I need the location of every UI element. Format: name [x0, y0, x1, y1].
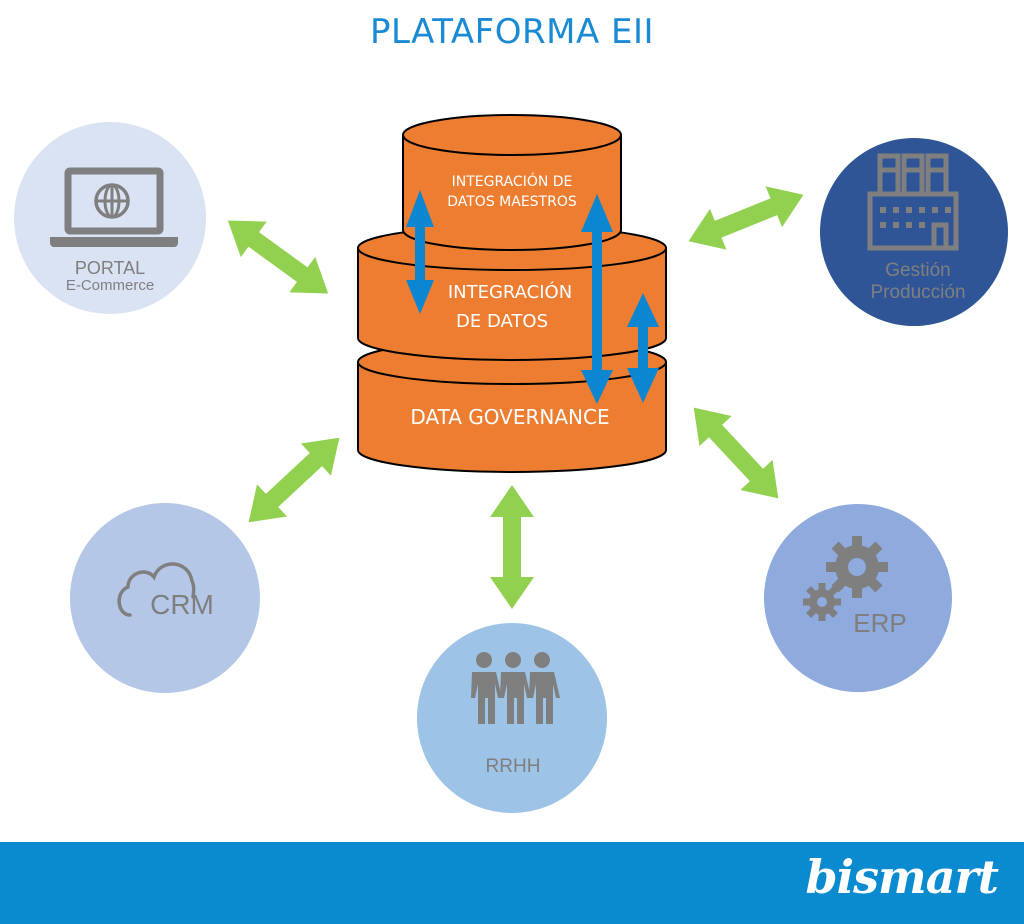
node-produccion-circle	[820, 138, 1008, 326]
db-layer-mdm[interactable]	[402, 114, 622, 251]
laptop-globe-icon	[50, 167, 178, 247]
link-arrow-rrhh	[490, 485, 534, 609]
node-portal-label-1: PORTAL	[75, 258, 145, 278]
inner-arrow-integration-governance	[627, 293, 659, 403]
link-arrow-erp	[677, 392, 795, 514]
inner-arrow-mdm-integration	[406, 190, 434, 314]
node-crm-circle	[70, 503, 260, 693]
node-rrhh-label: RRHH	[486, 756, 541, 777]
db-mdm-label-2: DATOS MAESTROS	[447, 194, 577, 210]
link-arrow-crm	[233, 421, 355, 539]
factory-windows	[880, 207, 951, 228]
node-portal[interactable]: PORTAL E-Commerce	[14, 122, 206, 314]
db-integration-label-1: INTEGRACIÓN	[448, 281, 572, 303]
bismart-logo[interactable]: bismart	[805, 850, 999, 904]
node-crm[interactable]: CRM	[70, 503, 260, 693]
factory-icon	[867, 153, 959, 251]
node-produccion-label-1: Gestión	[885, 260, 950, 281]
db-integration-label-2: DE DATOS	[456, 311, 548, 332]
node-crm-label: CRM	[150, 589, 214, 620]
gears-icon	[803, 536, 888, 621]
people-icon	[471, 652, 560, 724]
page-title: PLATAFORMA EII	[369, 12, 655, 52]
node-erp-label: ERP	[853, 608, 906, 638]
footer-bar: bismart	[0, 842, 1024, 924]
database-stack	[357, 114, 667, 473]
node-erp[interactable]: ERP	[764, 504, 952, 692]
link-arrow-produccion	[680, 174, 812, 262]
inner-arrow-mdm-governance	[581, 194, 613, 404]
db-governance-label: DATA GOVERNANCE	[410, 405, 609, 429]
cloud-icon	[117, 562, 196, 617]
node-portal-label-2: E-Commerce	[66, 277, 154, 294]
link-arrow-portal	[214, 202, 342, 312]
node-produccion-label-2: Producción	[870, 282, 965, 303]
node-produccion[interactable]: Gestión Producción	[820, 138, 1008, 326]
db-mdm-label-1: INTEGRACIÓN DE	[452, 172, 573, 190]
node-rrhh[interactable]: RRHH	[417, 623, 607, 813]
